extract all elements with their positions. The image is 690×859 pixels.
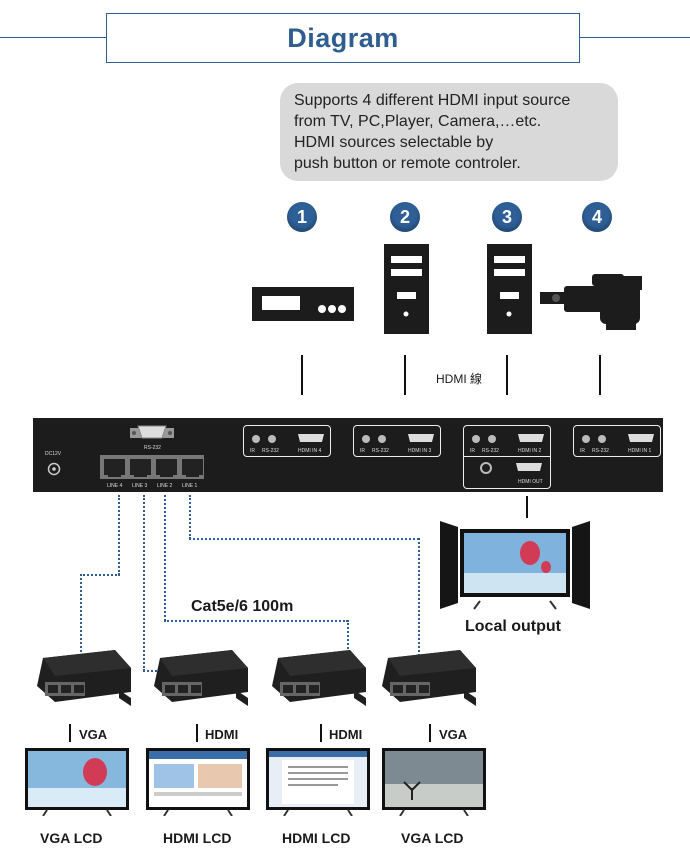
local-output-tv-icon bbox=[440, 521, 590, 610]
cat5-cable-line1-v bbox=[418, 538, 420, 656]
hdmi-out-cable bbox=[526, 496, 528, 518]
hdmi-cable-4 bbox=[599, 355, 601, 395]
cat5-cable-line3-h bbox=[143, 670, 157, 672]
display-label-1: VGA LCD bbox=[40, 830, 103, 846]
line-label-2: LINE 2 bbox=[157, 483, 173, 489]
signal-label-3: HDMI bbox=[329, 727, 363, 742]
rs232-label: RS-232 bbox=[144, 445, 161, 451]
rs232-port-label: RS-232 bbox=[592, 448, 609, 454]
local-output-label: Local output bbox=[465, 618, 561, 635]
power-jack-icon bbox=[47, 462, 61, 476]
source-number-3: 3 bbox=[492, 202, 522, 232]
cat5-cable-line1 bbox=[189, 495, 191, 539]
rs232-port-label: RS-232 bbox=[262, 448, 279, 454]
cat5-cable-line2-h bbox=[164, 620, 348, 622]
source-number-2: 2 bbox=[390, 202, 420, 232]
signal-label-4: VGA bbox=[439, 727, 468, 742]
hdmi-in-label: HDMI IN 2 bbox=[518, 448, 542, 454]
receiver-4-icon bbox=[382, 650, 476, 706]
hdmi-lcd-display-2-icon bbox=[146, 748, 250, 816]
dvd-player-icon bbox=[252, 287, 354, 321]
cat5-cable-line4-v bbox=[80, 574, 82, 652]
hdmi-cable-2 bbox=[404, 355, 406, 395]
receiver-1-icon bbox=[37, 650, 131, 706]
rs232-port-label: RS-232 bbox=[482, 448, 499, 454]
power-label: DC12V bbox=[45, 451, 62, 457]
signal-cable-2 bbox=[196, 724, 198, 742]
ir-label: IR bbox=[360, 448, 365, 454]
callout-line: push button or remote controler. bbox=[294, 155, 521, 172]
hdmi-cable-3 bbox=[506, 355, 508, 395]
hdmi-out-port-icon bbox=[480, 462, 542, 474]
db9-connector-icon bbox=[130, 425, 174, 439]
callout-line: Supports 4 different HDMI input source bbox=[294, 92, 571, 109]
hdmi-in-1-block: IR RS-232 HDMI IN 1 bbox=[573, 425, 661, 457]
rj45-ports-icon bbox=[100, 455, 204, 479]
line-label-4: LINE 4 bbox=[107, 483, 123, 489]
header-rule-left bbox=[0, 37, 106, 38]
display-label-4: VGA LCD bbox=[401, 830, 464, 846]
callout-line: from TV, PC,Player, Camera,…etc. bbox=[294, 113, 542, 130]
hdmi-cable-label: HDMI 線 bbox=[436, 372, 482, 386]
hdmi-in-label: HDMI IN 1 bbox=[628, 448, 652, 454]
cat5-cable-line3 bbox=[143, 495, 145, 671]
receiver-3-icon bbox=[272, 650, 366, 706]
source-number-1: 1 bbox=[287, 202, 317, 232]
ir-label: IR bbox=[470, 448, 475, 454]
header-rule-right bbox=[580, 37, 690, 38]
cat5-cable-line4-h bbox=[80, 574, 120, 576]
signal-cable-1 bbox=[69, 724, 71, 742]
line-label-1: LINE 1 bbox=[182, 483, 198, 489]
feature-callout: Supports 4 different HDMI input source f… bbox=[280, 83, 618, 181]
ir-label: IR bbox=[580, 448, 585, 454]
display-label-2: HDMI LCD bbox=[163, 830, 232, 846]
cat5-cable-line2 bbox=[164, 495, 166, 621]
hdmi-in-3-block: IR RS-232 HDMI IN 3 bbox=[353, 425, 441, 457]
pc-tower-icon bbox=[487, 244, 532, 334]
cat5-cable-line4 bbox=[118, 495, 120, 575]
signal-cable-3 bbox=[320, 724, 322, 742]
callout-line: HDMI sources selectable by bbox=[294, 134, 494, 151]
cat5-cable-line2-v bbox=[347, 620, 349, 656]
source-number-4: 4 bbox=[582, 202, 612, 232]
rs232-port-label: RS-232 bbox=[372, 448, 389, 454]
hdmi-in-label: HDMI IN 3 bbox=[408, 448, 432, 454]
video-camera-icon bbox=[540, 274, 642, 330]
signal-cable-4 bbox=[429, 724, 431, 742]
hdmi-in-3-ports-icon bbox=[362, 434, 434, 443]
hdmi-in-4-ports-icon bbox=[252, 434, 324, 443]
rj45-port-group bbox=[100, 455, 204, 479]
hdmi-cable-1 bbox=[301, 355, 303, 395]
hdmi-lcd-display-3-icon bbox=[266, 748, 370, 816]
display-label-3: HDMI LCD bbox=[282, 830, 351, 846]
signal-label-1: VGA bbox=[79, 727, 108, 742]
signal-label-2: HDMI bbox=[205, 727, 239, 742]
hdmi-in-2-block: IR RS-232 HDMI IN 2 HDMI OUT bbox=[463, 425, 551, 489]
vga-lcd-display-4-icon bbox=[382, 748, 486, 816]
hdmi-in-4-block: IR RS-232 HDMI IN 4 bbox=[243, 425, 331, 457]
pc-tower-icon bbox=[384, 244, 429, 334]
cat5-cable-line1-h bbox=[189, 538, 419, 540]
divider bbox=[464, 456, 550, 457]
line-label-3: LINE 3 bbox=[132, 483, 148, 489]
vga-lcd-display-1-icon bbox=[25, 748, 129, 816]
title-box: Diagram bbox=[106, 13, 580, 63]
hdmi-in-2-ports-icon bbox=[472, 434, 544, 443]
hdmi-in-1-ports-icon bbox=[582, 434, 654, 443]
cable-spec-label: Cat5e/6 100m bbox=[191, 598, 294, 615]
page-title: Diagram bbox=[287, 22, 399, 53]
hdmi-out-label: HDMI OUT bbox=[518, 479, 543, 485]
hdmi-in-label: HDMI IN 4 bbox=[298, 448, 322, 454]
ir-label: IR bbox=[250, 448, 255, 454]
receiver-2-icon bbox=[154, 650, 248, 706]
